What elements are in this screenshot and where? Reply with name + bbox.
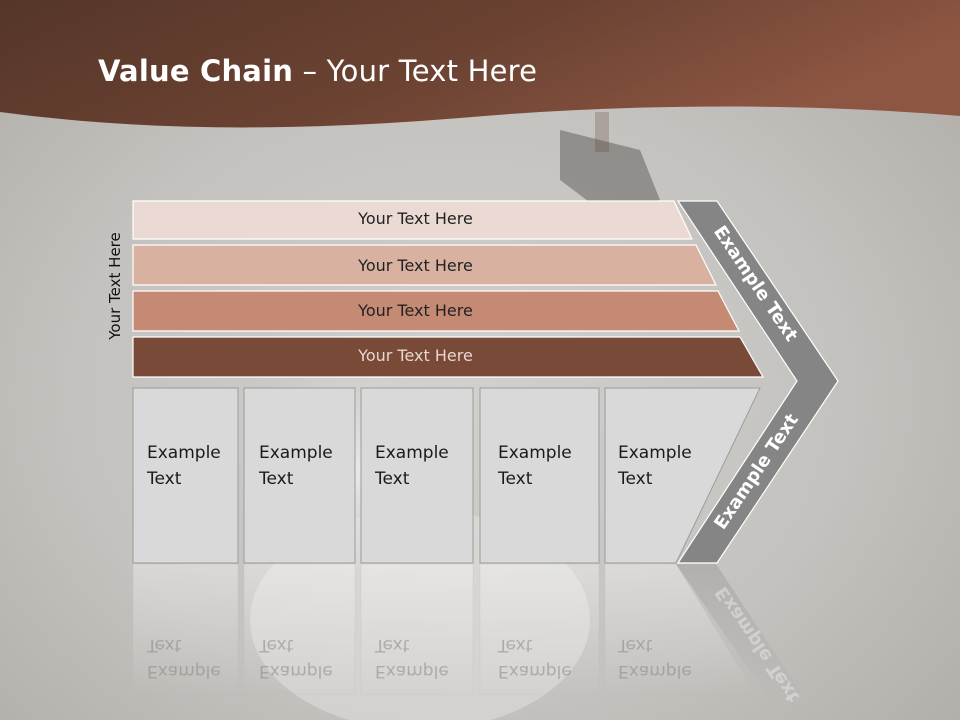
row-bar-1 bbox=[132, 200, 693, 240]
reflection bbox=[132, 563, 806, 700]
row-bar-2 bbox=[132, 244, 717, 286]
slide-title: Value Chain – Your Text Here bbox=[98, 54, 537, 88]
box-1 bbox=[132, 387, 239, 564]
row-bar-4 bbox=[132, 336, 765, 378]
row-label-1: Your Text Here bbox=[358, 209, 473, 228]
title-rest: – Your Text Here bbox=[293, 54, 538, 88]
row-label-3: Your Text Here bbox=[358, 301, 473, 320]
box-4 bbox=[479, 387, 600, 564]
title-bold: Value Chain bbox=[98, 54, 294, 88]
box-5 bbox=[604, 387, 761, 564]
chevron-arrow bbox=[676, 200, 839, 564]
row-label-2: Your Text Here bbox=[358, 256, 473, 275]
row-label-4: Your Text Here bbox=[358, 346, 473, 365]
row-bar-3 bbox=[132, 290, 740, 332]
box-3 bbox=[360, 387, 474, 564]
box-2 bbox=[243, 387, 356, 564]
header-band bbox=[0, 0, 960, 128]
